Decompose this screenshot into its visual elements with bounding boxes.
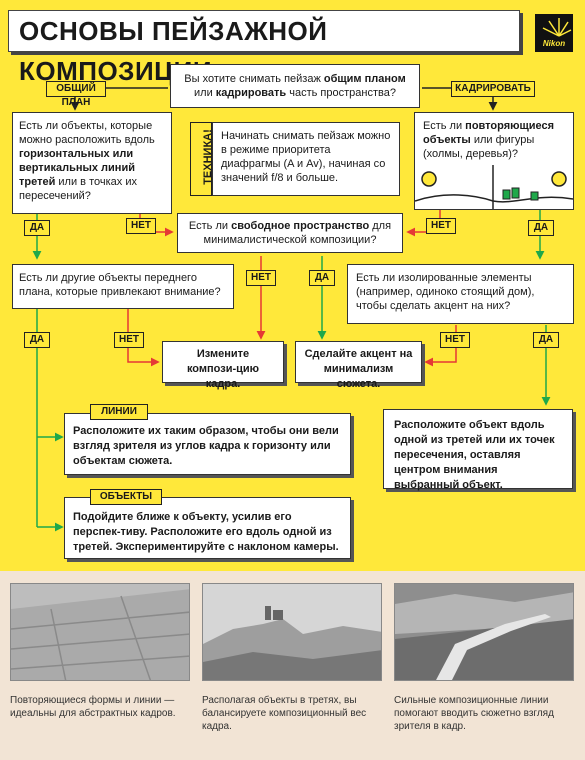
technique-tag: ТЕХНИКА! (190, 122, 214, 196)
example-photo-lines (394, 583, 574, 681)
question-thirds-lines: Есть ли объекты, которые можно расположи… (12, 112, 172, 214)
question-general-or-crop: Вы хотите снимать пейзаж общим планом ил… (170, 64, 420, 108)
label-yes: ДА (528, 220, 554, 236)
answer-thirds-placement: Расположите объект вдоль одной из третей… (383, 409, 573, 491)
caption-thirds: Располагая объекты в третях, вы балансир… (202, 695, 367, 732)
answer-objects: Подойдите ближе к объекту, усилив его пе… (64, 497, 351, 559)
q-text: Есть ли объекты, которые можно расположи… (19, 120, 155, 146)
label-no: НЕТ (114, 332, 144, 348)
label-yes: ДА (309, 270, 335, 286)
question-repeating-objects: Есть ли повторяющиеся объекты или фигуры… (414, 112, 574, 210)
question-foreground: Есть ли другие объекты переднего плана, … (12, 264, 234, 309)
label-no: НЕТ (440, 332, 470, 348)
question-free-space: Есть ли свободное пространство для миним… (177, 213, 403, 253)
label-yes: ДА (24, 332, 50, 348)
answer-minimalism: Сделайте акцент на минимализм сюжета. (295, 341, 422, 390)
example-photo-thirds (202, 583, 382, 681)
caption-lines: Сильные композиционные линии помогают вв… (394, 695, 554, 732)
hills-illustration (415, 165, 573, 209)
q-text: или (194, 87, 216, 99)
castle-image (203, 584, 381, 680)
q-bold: горизонтальных или вертикальных линий тр… (19, 148, 135, 188)
answer-lines: Расположите их таким образом, чтобы они … (64, 413, 351, 475)
question-isolated-elements: Есть ли изолированные элементы (например… (347, 264, 574, 324)
logo-rays-icon (542, 18, 572, 37)
label-lines: ЛИНИИ (90, 404, 148, 420)
q-text: часть пространства? (286, 87, 396, 99)
logo-text: Nikon (542, 39, 566, 48)
example-photo-repeating (10, 583, 190, 681)
fields-image (11, 584, 189, 680)
q-bold: свободное пространство (231, 220, 370, 232)
q-bold: кадрировать (215, 87, 287, 99)
q-repeating-text: Есть ли повторяющиеся объекты или фигуры… (415, 113, 573, 161)
q-text: Есть ли (188, 220, 232, 232)
label-general-plan: ОБЩИЙ ПЛАН (46, 81, 106, 108)
q-text: Вы хотите снимать пейзаж (184, 73, 324, 85)
technique-note: Начинать снимать пейзаж можно в режиме п… (212, 122, 400, 196)
label-yes: ДА (24, 220, 50, 236)
q-text: или фигуры (холмы, деревья)? (423, 134, 535, 160)
road-image (395, 584, 573, 680)
q-bold: повторяющиеся объекты (423, 120, 555, 146)
label-no: НЕТ (126, 218, 156, 234)
label-no: НЕТ (246, 270, 276, 286)
q-text: для минималистической композиции? (203, 220, 392, 246)
q-text: Есть ли (423, 120, 466, 132)
label-no: НЕТ (426, 218, 456, 234)
q-text: или в точках их пересечений? (19, 176, 137, 202)
label-objects: ОБЪЕКТЫ (90, 489, 162, 505)
caption-repeating: Повторяющиеся формы и линии — идеальны д… (10, 695, 176, 719)
answer-change-composition: Измените компози-цию кадра. (162, 341, 284, 390)
nikon-logo: Nikon (535, 14, 573, 52)
label-crop: КАДРИРОВАТЬ (451, 81, 535, 97)
label-yes: ДА (533, 332, 559, 348)
q-bold: общим планом (323, 73, 406, 85)
